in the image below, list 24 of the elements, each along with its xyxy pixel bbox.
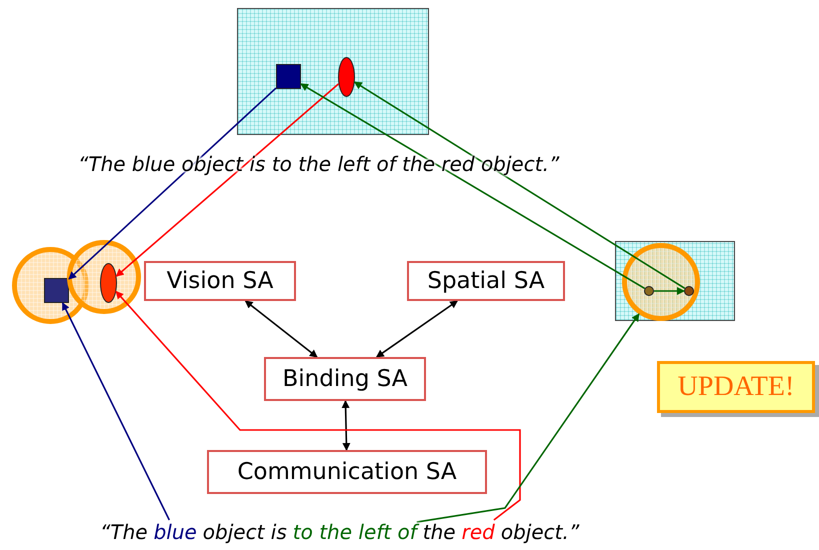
process-box: Spatial SA	[407, 261, 565, 301]
arrow	[116, 83, 340, 277]
double-arrow	[342, 400, 350, 451]
process-box: Binding SA	[264, 357, 426, 401]
arrow	[300, 83, 646, 290]
double-arrow	[244, 300, 318, 358]
square-shape	[276, 64, 301, 89]
dot	[644, 286, 654, 296]
scene-picture	[615, 241, 735, 321]
highlight-circle	[67, 240, 141, 314]
process-box: Communication SA	[207, 450, 487, 494]
square-shape	[44, 278, 69, 303]
scene-picture	[237, 8, 429, 135]
highlight-circle	[622, 243, 700, 321]
process-box: Vision SA	[144, 261, 296, 301]
arrow	[116, 290, 521, 521]
double-arrow	[376, 300, 458, 358]
arrow	[62, 302, 170, 520]
arrow	[654, 287, 685, 295]
dot	[684, 286, 694, 296]
sentence: “The blue object is to the left of the red object.”	[100, 520, 580, 544]
ellipse-shape	[100, 263, 117, 303]
ellipse-shape	[338, 57, 355, 97]
arrow	[354, 81, 686, 290]
